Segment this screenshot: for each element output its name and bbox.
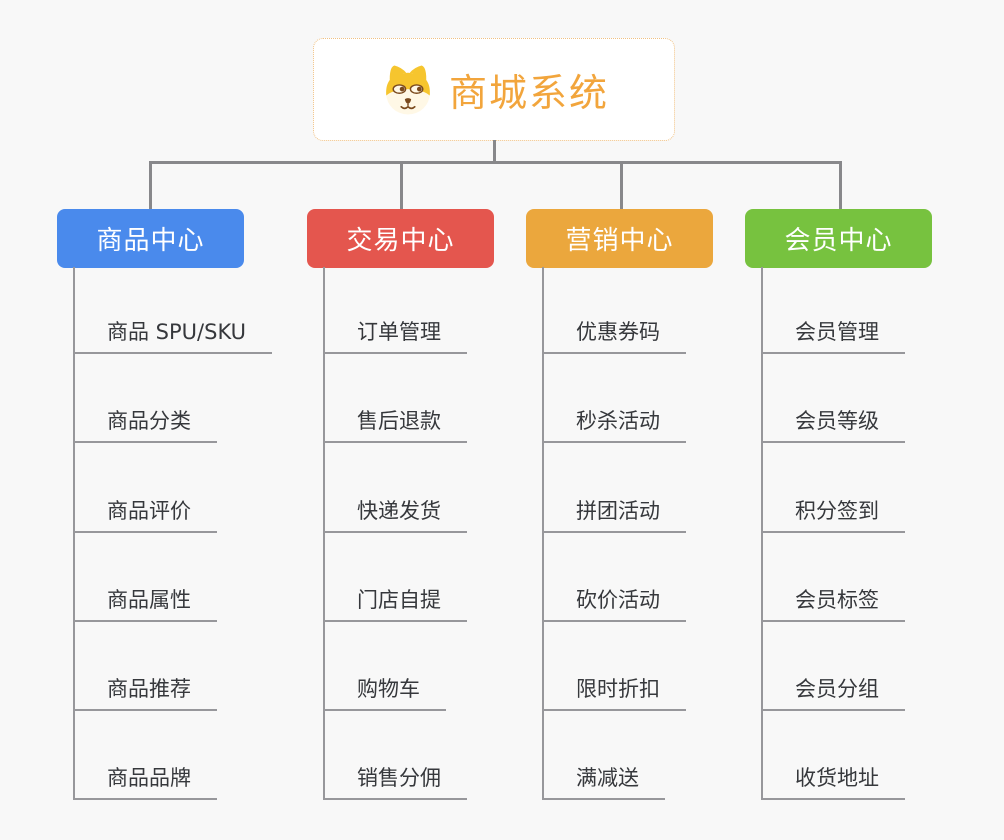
leaf-sales-commission[interactable]: 销售分佣 [323,764,467,800]
leaf-member-level[interactable]: 会员等级 [761,407,905,443]
branch-node-member-center[interactable]: 会员中心 [745,209,932,268]
leaf-product-brand[interactable]: 商品品牌 [73,764,217,800]
column-connector-line [761,267,763,800]
leaf-product-category[interactable]: 商品分类 [73,407,217,443]
connector-drop-member [839,163,842,209]
connector-drop-trade [400,163,403,209]
leaf-coupon-code[interactable]: 优惠券码 [542,318,686,354]
leaf-points-checkin[interactable]: 积分签到 [761,497,905,533]
leaf-member-tag[interactable]: 会员标签 [761,586,905,622]
branch-children-column-member: 会员管理 会员等级 积分签到 会员标签 会员分组 收货地址 [761,267,1004,802]
branch-children-column-marketing: 优惠券码 秒杀活动 拼团活动 砍价活动 限时折扣 满减送 [542,267,792,802]
column-connector-line [542,267,544,800]
leaf-product-recommend[interactable]: 商品推荐 [73,675,217,711]
leaf-product-attribute[interactable]: 商品属性 [73,586,217,622]
leaf-product-review[interactable]: 商品评价 [73,497,217,533]
leaf-flash-sale[interactable]: 秒杀活动 [542,407,686,443]
connector-root-drop [493,140,496,164]
dog-face-icon [379,61,437,119]
leaf-express-delivery[interactable]: 快递发货 [323,497,467,533]
leaf-member-management[interactable]: 会员管理 [761,318,905,354]
leaf-group-buy[interactable]: 拼团活动 [542,497,686,533]
connector-drop-marketing [620,163,623,209]
branch-node-trade-center[interactable]: 交易中心 [307,209,494,268]
branch-node-product-center[interactable]: 商品中心 [57,209,244,268]
leaf-shopping-cart[interactable]: 购物车 [323,675,446,711]
branch-children-column-trade: 订单管理 售后退款 快递发货 门店自提 购物车 销售分佣 [323,267,573,802]
leaf-full-reduction[interactable]: 满减送 [542,764,665,800]
leaf-product-spu-sku[interactable]: 商品 SPU/SKU [73,318,273,354]
leaf-after-sale-refund[interactable]: 售后退款 [323,407,467,443]
column-connector-line [323,267,325,800]
connector-horizontal-bus [149,161,842,164]
branch-children-column-product: 商品 SPU/SKU 商品分类 商品评价 商品属性 商品推荐 商品品牌 [73,267,323,802]
connector-drop-product [149,163,152,209]
leaf-order-management[interactable]: 订单管理 [323,318,467,354]
leaf-bargain-activity[interactable]: 砍价活动 [542,586,686,622]
root-node[interactable]: 商城系统 [313,38,675,141]
leaf-limited-time-discount[interactable]: 限时折扣 [542,675,686,711]
leaf-store-pickup[interactable]: 门店自提 [323,586,467,622]
root-title: 商城系统 [448,71,609,115]
column-connector-line [73,267,75,800]
leaf-member-group[interactable]: 会员分组 [761,675,905,711]
leaf-shipping-address[interactable]: 收货地址 [761,764,905,800]
branch-node-marketing-center[interactable]: 营销中心 [526,209,713,268]
